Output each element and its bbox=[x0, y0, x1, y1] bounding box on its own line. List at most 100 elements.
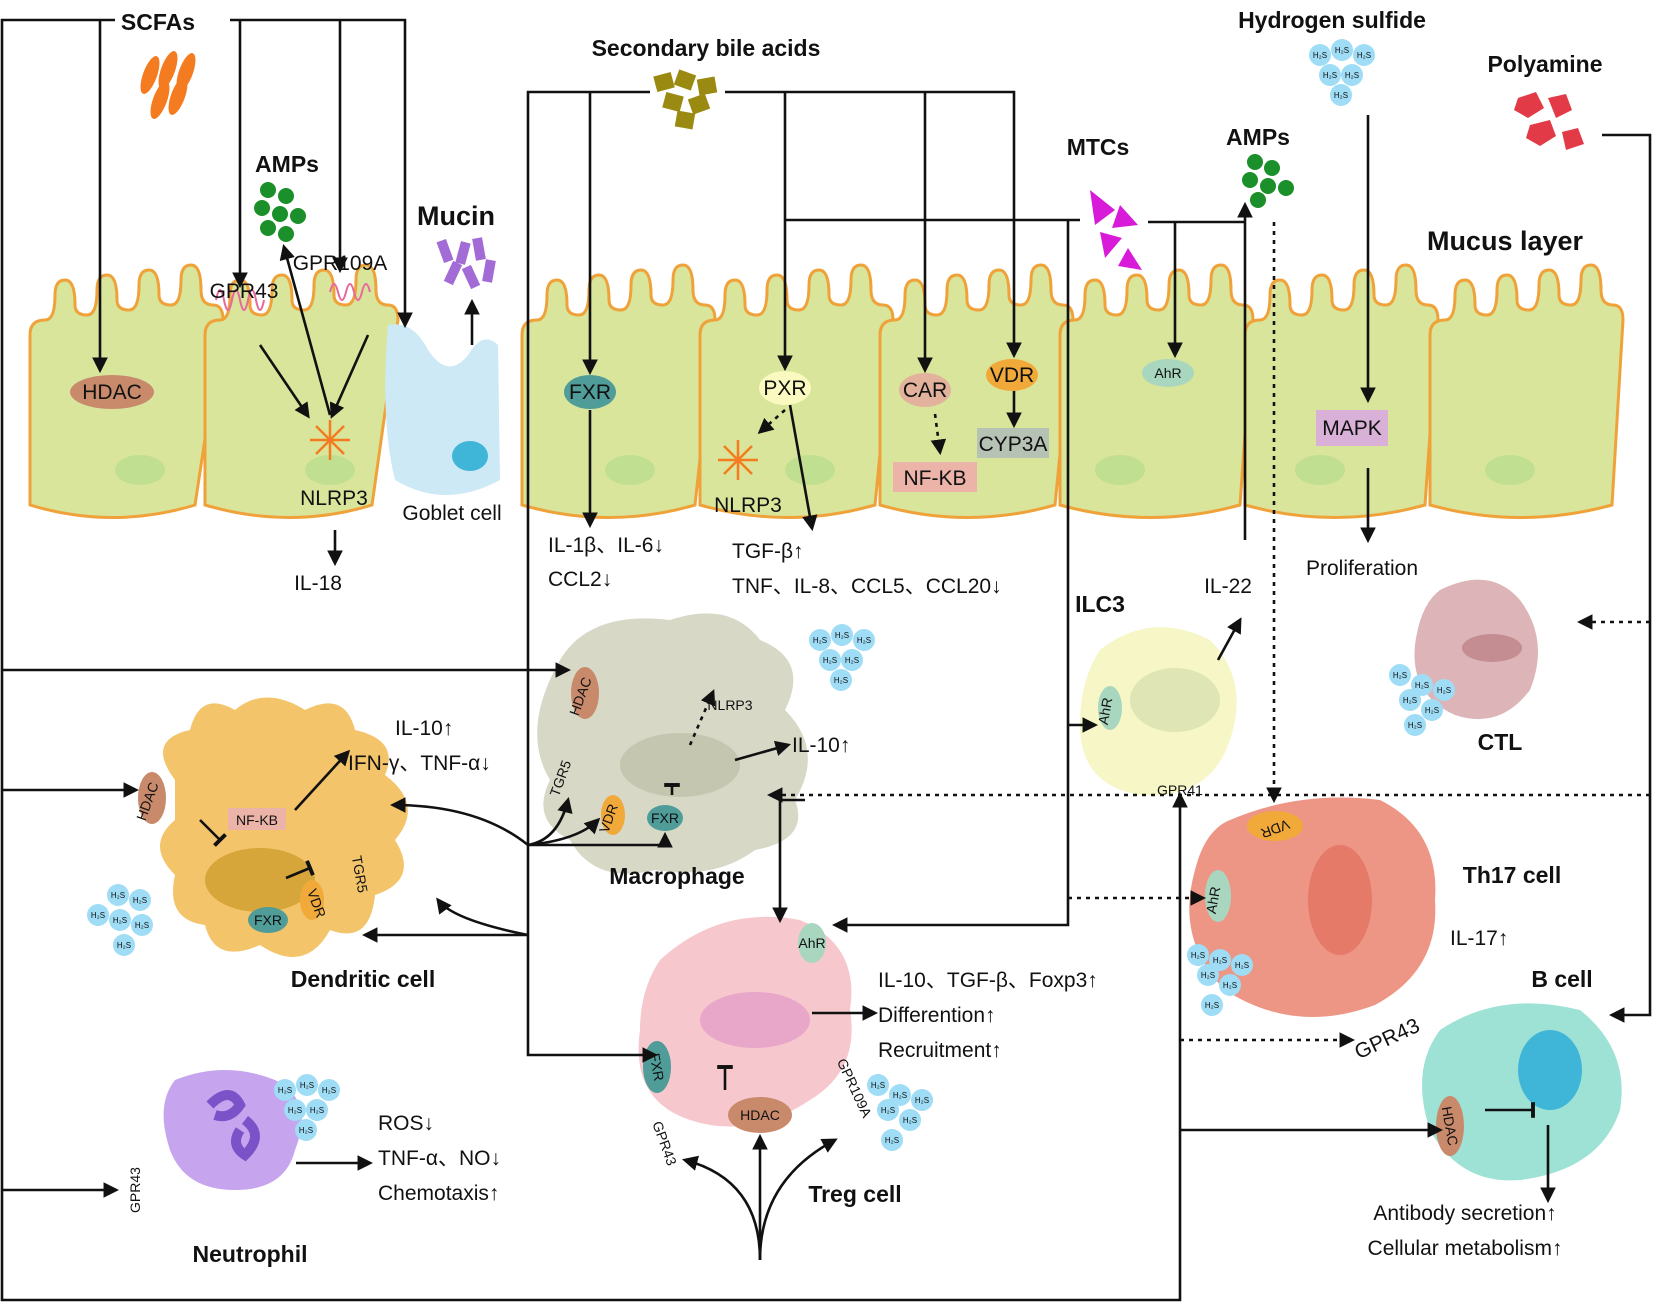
h2s-molecule-icon bbox=[841, 649, 863, 671]
h2s-molecule-icon bbox=[1231, 954, 1253, 976]
h2s-molecule-label: H₂S bbox=[135, 921, 149, 930]
hdac-badge bbox=[70, 375, 154, 409]
th17-vdr-badge bbox=[1247, 811, 1303, 841]
h2s-molecule-icon bbox=[1187, 944, 1209, 966]
pxr-label: PXR bbox=[763, 377, 806, 400]
mucus-layer-label: Mucus layer bbox=[1427, 226, 1584, 256]
dc-vdr-badge bbox=[300, 880, 324, 920]
h2s-molecule-label: H₂S bbox=[903, 1116, 917, 1125]
h2s-molecule-label: H₂S bbox=[871, 1081, 885, 1090]
th17-label: Th17 cell bbox=[1463, 862, 1561, 888]
dc-nfkb-label: NF-KB bbox=[236, 812, 278, 828]
dc-nfkb-box bbox=[228, 808, 286, 830]
h2s-molecule-icon bbox=[1331, 39, 1353, 61]
epithelium-layer bbox=[28, 263, 1625, 519]
proliferation-label: Proliferation bbox=[1306, 557, 1418, 580]
h2s-molecule-label: H₂S bbox=[278, 1086, 292, 1095]
treg-output-3: Recruitment↑ bbox=[878, 1039, 1002, 1062]
h2s-molecule-label: H₂S bbox=[1223, 981, 1237, 990]
macrophage-output: IL-10↑ bbox=[792, 734, 850, 757]
amp-right-icon bbox=[1242, 154, 1294, 208]
h2s-molecule-icon bbox=[295, 1119, 317, 1141]
dendritic-cell-label: Dendritic cell bbox=[291, 966, 435, 992]
macrophage-fxr-badge bbox=[647, 805, 683, 831]
vdr-badge bbox=[986, 359, 1038, 391]
bile-acid-icon bbox=[653, 69, 718, 130]
th17-nucleus bbox=[1308, 845, 1372, 955]
neutrophil-body bbox=[163, 1070, 302, 1190]
h2s-molecule-icon bbox=[306, 1099, 328, 1121]
h2s-molecule-label: H₂S bbox=[1205, 1001, 1219, 1010]
il22-label: IL-22 bbox=[1204, 575, 1252, 598]
ahr-badge bbox=[1142, 359, 1194, 387]
macrophage-nlrp3-label: NLRP3 bbox=[707, 697, 752, 713]
h2s-molecule-icon bbox=[1309, 44, 1331, 66]
h2s-molecule-label: H₂S bbox=[1235, 961, 1249, 970]
h2s-molecule-label: H₂S bbox=[310, 1106, 324, 1115]
h2s-molecule-icon bbox=[819, 649, 841, 671]
h2s-molecule-icon bbox=[1353, 44, 1375, 66]
h2s-molecule-icon bbox=[1341, 64, 1363, 86]
h2s-molecule-label: H₂S bbox=[1437, 686, 1451, 695]
dc-tgr5-label: TGR5 bbox=[349, 854, 371, 894]
h2s-molecule-label: H₂S bbox=[117, 941, 131, 950]
fxr-label: FXR bbox=[569, 381, 611, 404]
goblet-nucleus bbox=[452, 441, 488, 471]
h2s-molecule-label: H₂S bbox=[835, 631, 849, 640]
nlrp3-epithelial-icon bbox=[310, 420, 350, 460]
th17-gpr43-label: GPR43 bbox=[1351, 1014, 1423, 1064]
h2s-molecule-label: H₂S bbox=[881, 1106, 895, 1115]
h2s-molecule-label: H₂S bbox=[91, 911, 105, 920]
h2s-molecule-icon bbox=[831, 624, 853, 646]
h2s-molecule-label: H₂S bbox=[1201, 971, 1215, 980]
macrophage-label: Macrophage bbox=[609, 863, 744, 889]
dc-output-1: IL-10↑ bbox=[395, 717, 453, 740]
goblet-cell-label: Goblet cell bbox=[402, 502, 501, 525]
macrophage-fxr-label: FXR bbox=[651, 810, 679, 826]
pxr-badge bbox=[759, 371, 811, 405]
ahr-label: AhR bbox=[1154, 365, 1181, 381]
nlrp3-pxr-label: NLRP3 bbox=[714, 494, 782, 517]
h2s-molecule-label: H₂S bbox=[1408, 721, 1422, 730]
treg-label: Treg cell bbox=[808, 1181, 901, 1207]
mapk-label: MAPK bbox=[1322, 417, 1382, 440]
h2s-molecule-label: H₂S bbox=[113, 916, 127, 925]
h2s-molecule-icon bbox=[881, 1129, 903, 1151]
h2s-molecule-label: H₂S bbox=[1425, 706, 1439, 715]
h2s-molecule-icon bbox=[284, 1099, 306, 1121]
car-label: CAR bbox=[903, 379, 947, 402]
th17-ahr-label: AhR bbox=[1203, 885, 1223, 915]
mapk-box bbox=[1316, 410, 1388, 446]
hdac-label: HDAC bbox=[82, 381, 142, 404]
bcell-hdac-badge bbox=[1436, 1096, 1464, 1156]
h2s-molecule-label: H₂S bbox=[885, 1136, 899, 1145]
h2s-molecule-icon bbox=[1319, 64, 1341, 86]
h2s-molecule-icon bbox=[1330, 84, 1352, 106]
h2s-molecule-label: H₂S bbox=[1415, 681, 1429, 690]
h2s-molecule-label: H₂S bbox=[322, 1086, 336, 1095]
fxr-badge bbox=[564, 375, 616, 409]
ilc3-ahr-badge bbox=[1098, 686, 1122, 730]
il18-label: IL-18 bbox=[294, 572, 342, 595]
h2s-molecule-icon bbox=[899, 1109, 921, 1131]
bcell-label: B cell bbox=[1531, 966, 1592, 992]
h2s-molecule-label: H₂S bbox=[845, 656, 859, 665]
neutrophil-label: Neutrophil bbox=[193, 1241, 308, 1267]
bcell-output-2: Cellular metabolism↑ bbox=[1368, 1237, 1563, 1260]
vdr-label: VDR bbox=[990, 364, 1034, 387]
h2s-molecule-label: H₂S bbox=[857, 636, 871, 645]
h2s-molecule-icon bbox=[113, 934, 135, 956]
treg-output-2: Differention↑ bbox=[878, 1004, 996, 1027]
fxr-output-2: CCL2↓ bbox=[548, 568, 612, 591]
gpr43-label: GPR43 bbox=[210, 280, 279, 303]
h2s-molecule-label: H₂S bbox=[1334, 91, 1348, 100]
mucin-icon bbox=[436, 237, 496, 290]
amp-left-icon bbox=[254, 182, 306, 242]
h2s-molecule-icon bbox=[87, 904, 109, 926]
h2s-molecule-icon bbox=[1399, 689, 1421, 711]
car-badge bbox=[899, 373, 951, 407]
neutrophil-nucleus bbox=[206, 1090, 260, 1162]
neutrophil-output-2: TNF-α、NO↓ bbox=[378, 1147, 501, 1170]
treg-hdac-badge bbox=[728, 1097, 792, 1133]
